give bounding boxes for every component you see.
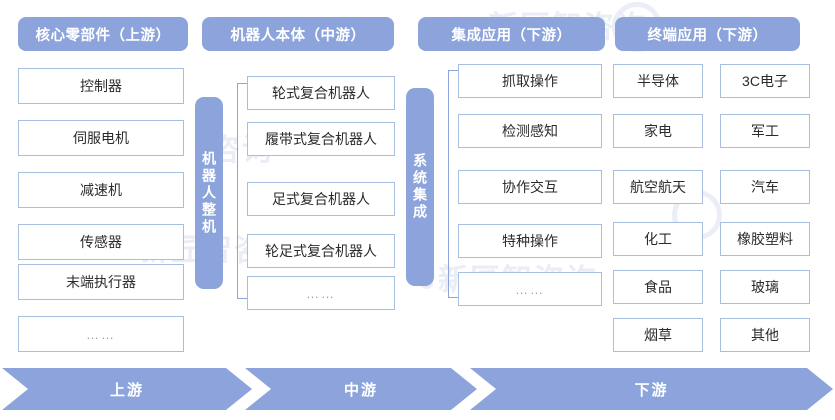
item-box[interactable]: 协作交互 (458, 170, 602, 204)
item-box-ellipsis[interactable]: …… (458, 272, 602, 306)
item-box[interactable]: 半导体 (613, 64, 703, 98)
flow-arrow-downstream[interactable]: 下游 (470, 368, 833, 410)
flow-arrow-upstream[interactable]: 上游 (2, 368, 252, 410)
item-box[interactable]: 末端执行器 (18, 264, 184, 300)
flow-arrow-label: 中游 (343, 381, 378, 399)
column-header-downstream-terminal-application[interactable]: 终端应用（下游） (615, 17, 800, 51)
item-label: 其他 (751, 327, 779, 343)
item-label: 食品 (644, 279, 672, 295)
item-box[interactable]: 特种操作 (458, 224, 602, 258)
item-box[interactable]: 轮式复合机器人 (247, 76, 395, 110)
item-box[interactable]: 3C电子 (720, 64, 810, 98)
item-box[interactable]: 控制器 (18, 68, 184, 104)
item-label: 特种操作 (502, 233, 558, 249)
item-label: 控制器 (80, 78, 122, 94)
item-label: 伺服电机 (73, 130, 129, 146)
item-label: 轮式复合机器人 (272, 85, 370, 101)
item-label: 减速机 (80, 182, 122, 198)
column-header-label: 机器人本体（中游） (230, 27, 366, 44)
flow-arrow-label: 下游 (634, 381, 669, 399)
item-label: …… (306, 285, 336, 301)
vertical-label-text: 系统集成 (412, 153, 428, 221)
item-label: 军工 (751, 123, 779, 139)
item-label: 3C电子 (742, 73, 788, 89)
item-box[interactable]: 检测感知 (458, 114, 602, 148)
column-header-label: 终端应用（下游） (647, 27, 768, 44)
item-label: 轮足式复合机器人 (265, 243, 377, 259)
item-box[interactable]: 化工 (613, 222, 703, 256)
item-label: 末端执行器 (66, 274, 136, 290)
item-label: 化工 (644, 231, 672, 247)
item-label: 橡胶塑料 (737, 231, 793, 247)
column-header-label: 核心零部件（上游） (35, 27, 171, 44)
item-label: 足式复合机器人 (272, 191, 370, 207)
bracket-connector-downstream (448, 70, 460, 298)
item-label: 烟草 (644, 327, 672, 343)
item-label: …… (515, 281, 545, 297)
item-box-ellipsis[interactable]: …… (18, 316, 184, 352)
item-label: 玻璃 (751, 279, 779, 295)
column-header-downstream-integrated-application[interactable]: 集成应用（下游） (418, 17, 605, 51)
vertical-label-robot-assembly[interactable]: 机器人整机 (195, 97, 223, 289)
item-label: 协作交互 (502, 179, 558, 195)
item-box[interactable]: 减速机 (18, 172, 184, 208)
item-box[interactable]: 汽车 (720, 170, 810, 204)
column-header-midstream-robot-body[interactable]: 机器人本体（中游） (202, 17, 394, 51)
bracket-connector-midstream (237, 83, 249, 299)
item-box[interactable]: 轮足式复合机器人 (247, 234, 395, 268)
item-box[interactable]: 足式复合机器人 (247, 182, 395, 216)
flow-arrow-label: 上游 (109, 381, 144, 399)
item-box[interactable]: 其他 (720, 318, 810, 352)
item-label: 抓取操作 (502, 73, 558, 89)
item-box[interactable]: 食品 (613, 270, 703, 304)
item-box[interactable]: 烟草 (613, 318, 703, 352)
item-box[interactable]: 抓取操作 (458, 64, 602, 98)
item-box[interactable]: 玻璃 (720, 270, 810, 304)
item-label: 半导体 (637, 73, 679, 89)
item-label: 履带式复合机器人 (265, 131, 377, 147)
item-box[interactable]: 伺服电机 (18, 120, 184, 156)
item-label: …… (86, 326, 116, 342)
item-box[interactable]: 履带式复合机器人 (247, 122, 395, 156)
item-label: 传感器 (80, 234, 122, 250)
item-label: 航空航天 (630, 179, 686, 195)
flow-arrow-midstream[interactable]: 中游 (245, 368, 477, 410)
item-box-ellipsis[interactable]: …… (247, 276, 395, 310)
item-label: 汽车 (751, 179, 779, 195)
item-label: 家电 (644, 123, 672, 139)
item-box[interactable]: 航空航天 (613, 170, 703, 204)
item-box[interactable]: 家电 (613, 114, 703, 148)
item-label: 检测感知 (502, 123, 558, 139)
column-header-label: 集成应用（下游） (451, 27, 572, 44)
item-box[interactable]: 军工 (720, 114, 810, 148)
vertical-label-text: 机器人整机 (201, 150, 217, 236)
item-box[interactable]: 橡胶塑料 (720, 222, 810, 256)
column-header-upstream-core-components[interactable]: 核心零部件（上游） (18, 17, 188, 51)
item-box[interactable]: 传感器 (18, 224, 184, 260)
vertical-label-system-integration[interactable]: 系统集成 (406, 88, 434, 286)
